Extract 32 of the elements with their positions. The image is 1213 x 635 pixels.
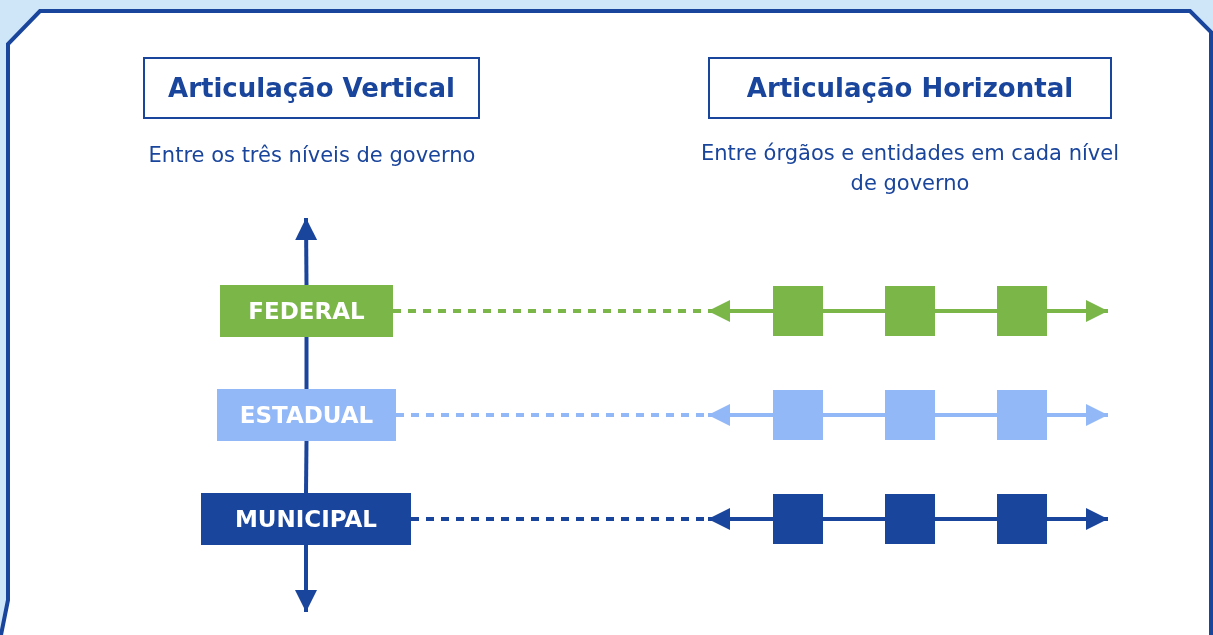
connector-line <box>935 413 997 417</box>
arrow <box>1047 404 1108 426</box>
level-box: MUNICIPAL <box>201 493 411 545</box>
square-box <box>773 286 823 336</box>
level-box: FEDERAL <box>220 285 393 337</box>
connector-line <box>304 337 309 389</box>
subtitle-text: Entre órgãos e entidades em cada nível de governo <box>700 140 1120 197</box>
square-box <box>885 286 935 336</box>
arrow <box>1047 300 1108 322</box>
connector-line <box>304 440 309 494</box>
arrow <box>295 218 318 285</box>
arrow <box>708 300 773 322</box>
heading-box: Articulação Horizontal <box>708 57 1112 119</box>
arrow <box>295 545 317 612</box>
connector-line <box>823 309 885 313</box>
square-box <box>885 390 935 440</box>
square-box <box>997 494 1047 544</box>
connector-line <box>935 309 997 313</box>
connector-line <box>823 413 885 417</box>
square-box <box>997 286 1047 336</box>
square-box <box>773 390 823 440</box>
connector-line <box>823 517 885 521</box>
heading-box: Articulação Vertical <box>143 57 480 119</box>
subtitle-text: Entre os três níveis de governo <box>147 142 477 169</box>
square-box <box>773 494 823 544</box>
square-box <box>997 390 1047 440</box>
level-box: ESTADUAL <box>217 389 396 441</box>
arrow <box>1047 508 1108 530</box>
square-box <box>885 494 935 544</box>
arrow <box>708 404 773 426</box>
arrow <box>708 508 773 530</box>
connector-line <box>935 517 997 521</box>
